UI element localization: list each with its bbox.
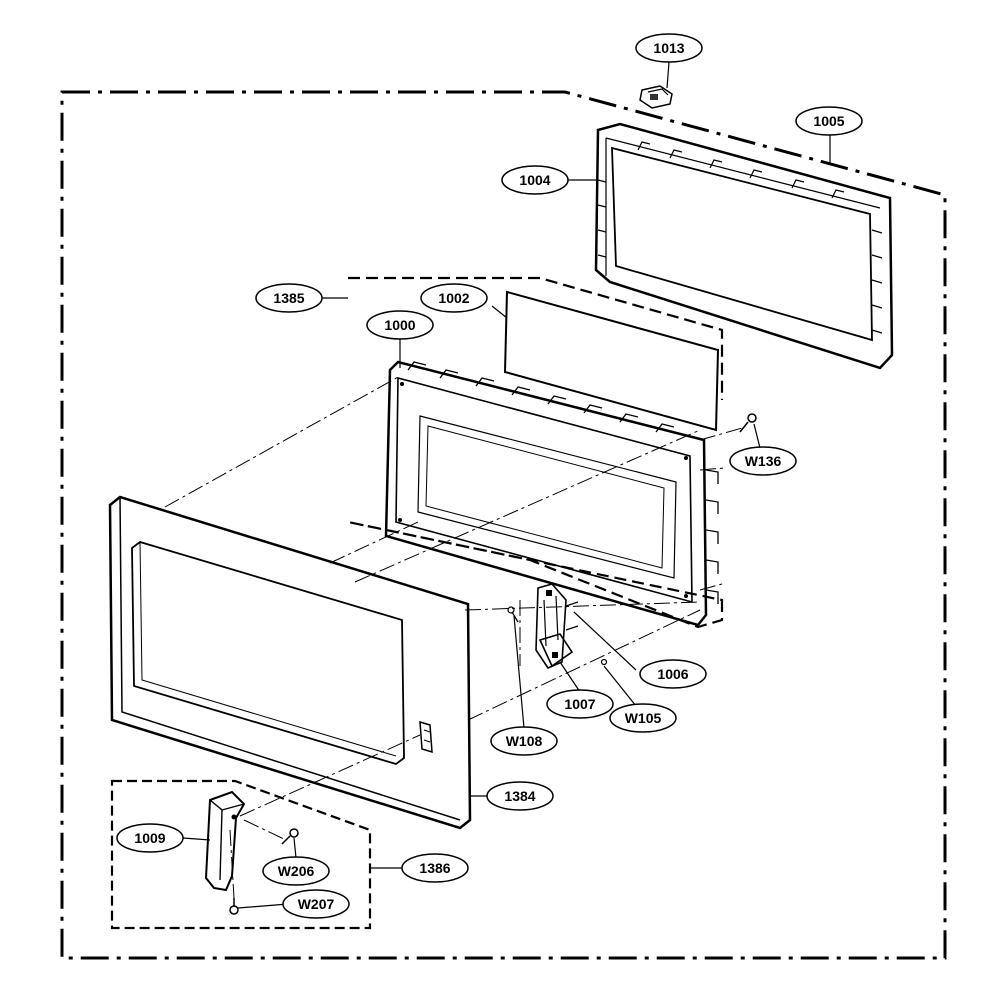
callout-1385: 1385 — [255, 283, 323, 313]
callout-label: 1385 — [273, 290, 304, 306]
callout-label: 1002 — [438, 290, 469, 306]
callout-1000: 1000 — [366, 310, 434, 340]
callout-label: 1013 — [653, 40, 684, 56]
callout-label: 1386 — [419, 860, 450, 876]
callout-1002: 1002 — [420, 283, 488, 313]
part-1009-handle — [204, 790, 246, 892]
callout-w207: W207 — [282, 889, 350, 919]
part-1006-1007-latch — [535, 583, 579, 669]
subassembly-1386-boundary — [110, 779, 372, 930]
callout-1009: 1009 — [116, 823, 184, 853]
callout-label: 1007 — [564, 696, 595, 712]
callout-1004: 1004 — [501, 165, 569, 195]
callout-w136: W136 — [729, 446, 797, 476]
screw-w136 — [739, 413, 757, 433]
outer-assembly-boundary — [60, 90, 947, 960]
callout-label: 1006 — [657, 666, 688, 682]
screw-w105 — [600, 658, 608, 666]
callout-1007: 1007 — [546, 689, 614, 719]
callout-w108: W108 — [490, 726, 558, 756]
part-1004-frame — [594, 122, 894, 370]
callout-1386: 1386 — [401, 853, 469, 883]
part-1000-door-frame — [384, 360, 719, 627]
callout-1384: 1384 — [486, 781, 554, 811]
part-1002-film — [503, 290, 720, 432]
callout-1013: 1013 — [635, 33, 703, 63]
subassembly-1385-boundary — [347, 276, 724, 629]
callout-1006: 1006 — [639, 659, 707, 689]
callout-label: 1384 — [504, 788, 535, 804]
callout-label: W206 — [278, 863, 315, 879]
callout-label: 1004 — [519, 172, 550, 188]
screw-w207 — [229, 898, 239, 915]
part-1013-clip — [639, 85, 673, 109]
callout-1005: 1005 — [795, 106, 863, 136]
part-1384-outer-door — [108, 495, 472, 830]
alignment-lines — [164, 375, 743, 899]
callout-label: W108 — [506, 733, 543, 749]
screw-w108 — [507, 606, 519, 623]
callout-label: 1000 — [384, 317, 415, 333]
leader-lines — [182, 61, 831, 909]
callout-w206: W206 — [262, 856, 330, 886]
callout-label: W207 — [298, 896, 335, 912]
callout-label: 1009 — [134, 830, 165, 846]
callout-w105: W105 — [609, 703, 677, 733]
callout-label: W105 — [625, 710, 662, 726]
screw-w206 — [281, 828, 299, 845]
callout-label: 1005 — [813, 113, 844, 129]
callout-label: W136 — [745, 453, 782, 469]
